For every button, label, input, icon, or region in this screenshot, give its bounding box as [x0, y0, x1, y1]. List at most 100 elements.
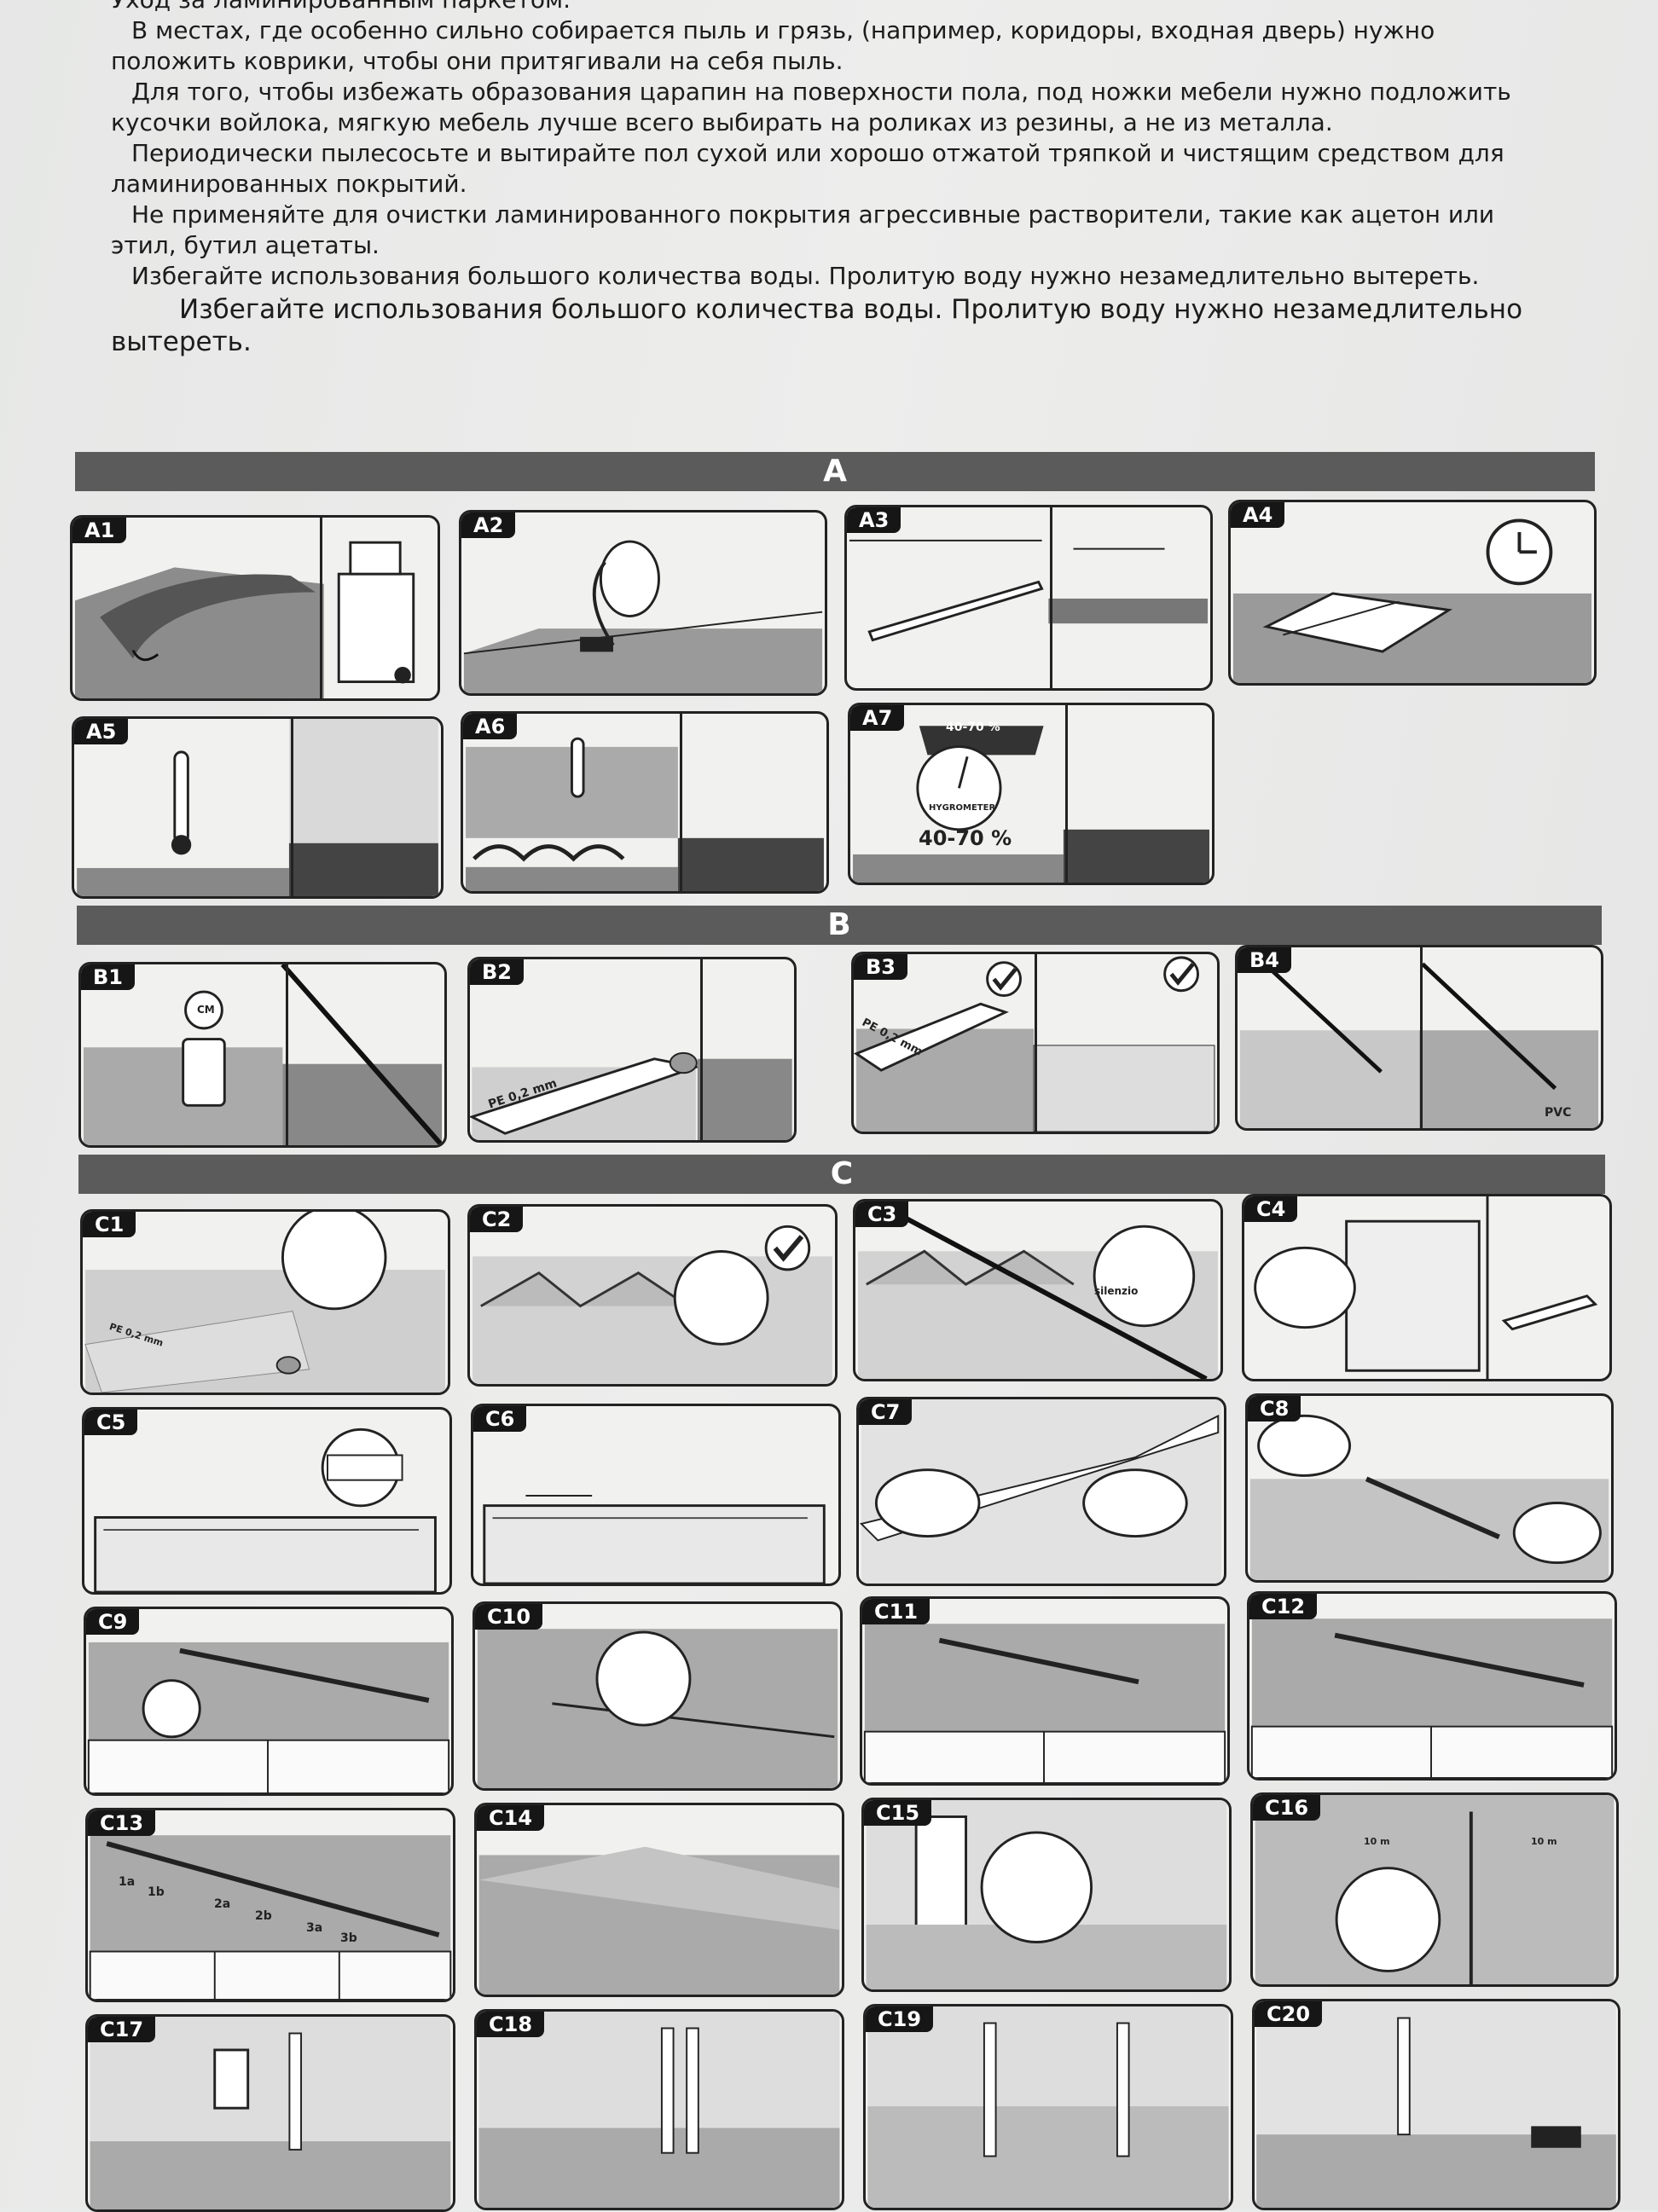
panel-label: C3 [855, 1202, 909, 1227]
panel-a7: A7 40-70 % HYGROMETER 40-70 % [848, 703, 1215, 885]
gap-measurement-saw-illustration [1254, 1196, 1598, 1379]
silenzio-underlay-crossed-illustration [858, 1202, 1218, 1379]
hygrometer-illustration [853, 726, 1209, 883]
panel-label: C20 [1255, 2001, 1323, 2027]
panel-label: B4 [1238, 947, 1291, 973]
paragraph-4: Не применяйте для очистки ламинированног… [111, 200, 1495, 259]
panel-c17: C17 [85, 2014, 455, 2212]
expansion-joint-illustration [1255, 1795, 1615, 1984]
thermometer-icon [173, 750, 189, 845]
finished-floor-illustration [478, 1846, 840, 1995]
panel-a4: A4 [1228, 500, 1597, 686]
panel-b4: B4 PVC [1235, 945, 1603, 1131]
row-layout-illustration [483, 1495, 826, 1584]
panel-c20: C20 [1252, 1999, 1620, 2210]
panel-a3: A3 [844, 505, 1213, 691]
step-label: 2a [214, 1897, 231, 1911]
pe-film-checkmark-illustration [854, 956, 1215, 1132]
check-icon [1163, 956, 1199, 993]
panel-a1: A1 [70, 515, 440, 701]
panel-c16: C16 10 m 10 m [1250, 1792, 1619, 1987]
panel-c14: C14 [474, 1803, 844, 1997]
care-instructions: Уход за ламинированным паркетом. В места… [111, 0, 1561, 358]
panel-c10: C10 [472, 1601, 843, 1791]
panel-label: C8 [1248, 1396, 1301, 1422]
first-row-measure-illustration [94, 1427, 437, 1592]
stacked-planks-clock-illustration [1232, 518, 1592, 683]
panel-label: A1 [72, 518, 127, 543]
panel-label: A2 [461, 512, 516, 538]
spirit-level-illustration [849, 539, 1209, 642]
panel-label: A3 [847, 507, 901, 533]
row-join-illustration [1250, 1618, 1614, 1778]
click-joint-check-illustration [472, 1225, 832, 1384]
panel-label: C12 [1249, 1594, 1318, 1619]
silenzio-label: silenzio [1094, 1285, 1139, 1297]
panel-label: A4 [1231, 502, 1285, 528]
plank-profile-illustration [859, 1399, 1222, 1584]
paragraph-1: В местах, где особенно сильно собирается… [111, 16, 1435, 75]
panel-label: C11 [862, 1599, 930, 1624]
panel-c1: C1 PE 0,2 mm [80, 1209, 450, 1395]
pipe-cut-illustration [478, 2012, 840, 2208]
underlay-roll-illustration [84, 1212, 446, 1393]
end-cut-illustration [477, 1629, 838, 1788]
clock-icon [1486, 518, 1553, 586]
panel-a2: A2 [459, 510, 827, 696]
hygrometer-icon [916, 745, 1002, 831]
paragraph-repeat: Избегайте использования большого количес… [111, 294, 1523, 357]
panel-c19: C19 [863, 2004, 1233, 2210]
panel-c15: C15 [861, 1798, 1232, 1992]
hygrometer-range: 40-70 % [919, 826, 1012, 850]
drill-icon [213, 2048, 250, 2110]
trash-bin-icon [337, 541, 415, 684]
panel-c8: C8 [1245, 1393, 1614, 1583]
saw-icon [1501, 1294, 1598, 1331]
panel-c13: C13 1a 1b 2a 2b 3a 3b [85, 1808, 455, 2002]
panel-c2: C2 [467, 1204, 838, 1387]
step-label: 1b [148, 1885, 165, 1899]
panel-label: C9 [86, 1609, 140, 1635]
panel-label: C2 [470, 1207, 524, 1232]
panel-c3: C3 silenzio [853, 1199, 1223, 1381]
step-label: 1a [119, 1875, 136, 1889]
panel-a5: A5 [72, 716, 443, 899]
panel-label: C5 [84, 1410, 138, 1435]
angle-install-illustration [1249, 1414, 1609, 1580]
panel-c5: C5 [82, 1407, 452, 1595]
paragraph-3: Периодически пылесосьте и вытирайте пол … [111, 139, 1504, 198]
panel-c9: C9 [84, 1607, 454, 1796]
second-row-illustration [863, 1624, 1226, 1783]
panel-label: A6 [463, 714, 518, 739]
panel-label: C13 [88, 1810, 156, 1836]
section-b-bar: B [77, 906, 1602, 945]
panel-label: A5 [74, 719, 129, 744]
panel-label: C16 [1253, 1795, 1321, 1821]
hygrometer-dial-label: HYGROMETER [929, 803, 996, 813]
step-label: 3a [306, 1921, 323, 1935]
paragraph-5: Избегайте использования большого количес… [131, 262, 1480, 290]
underfloor-heating-illustration [466, 737, 824, 891]
paragraph-2: Для того, чтобы избежать образования цар… [111, 78, 1511, 136]
pvc-label: PVC [1545, 1106, 1572, 1120]
first-row-spacers-illustration [87, 1642, 450, 1793]
panel-label: C7 [859, 1399, 913, 1425]
panel-label: C18 [477, 2012, 545, 2037]
panel-label: B2 [470, 959, 524, 985]
check-icon [764, 1225, 811, 1271]
panel-label: C6 [473, 1406, 527, 1432]
check-icon [986, 961, 1022, 998]
care-heading: Уход за ламинированным паркетом. [111, 0, 1561, 15]
panel-a6: A6 [461, 711, 829, 894]
panel-label: C10 [475, 1604, 543, 1630]
panel-label: B1 [81, 964, 135, 990]
rug-trash-illustration [74, 567, 324, 698]
hygrometer-range-top: 40-70 % [946, 721, 1000, 734]
panel-c7: C7 [856, 1397, 1226, 1586]
panel-label: C14 [477, 1805, 545, 1831]
moisture-meter-illustration [83, 964, 444, 1145]
section-a-bar: A [75, 452, 1595, 491]
section-c-bar: C [78, 1155, 1605, 1194]
distance-label: 10 m [1364, 1836, 1390, 1847]
panel-c4: C4 [1242, 1194, 1612, 1381]
